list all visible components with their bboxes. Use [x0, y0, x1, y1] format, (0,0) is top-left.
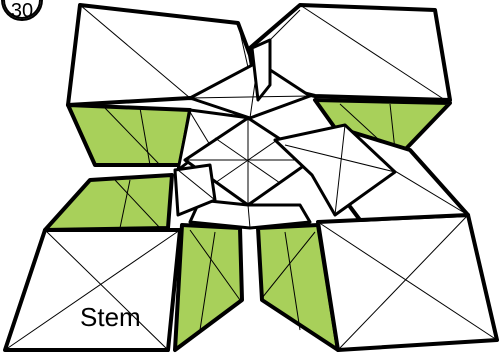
green-flap-bottom-center-left [175, 225, 242, 350]
stem-label: Stem [80, 302, 141, 332]
green-flap-middle-left [45, 175, 172, 230]
green-flap-upper-left [68, 105, 190, 165]
petal-bottom-right [318, 215, 497, 350]
petal-bottom-left [5, 230, 180, 350]
step-number: 30 [2, 0, 42, 22]
